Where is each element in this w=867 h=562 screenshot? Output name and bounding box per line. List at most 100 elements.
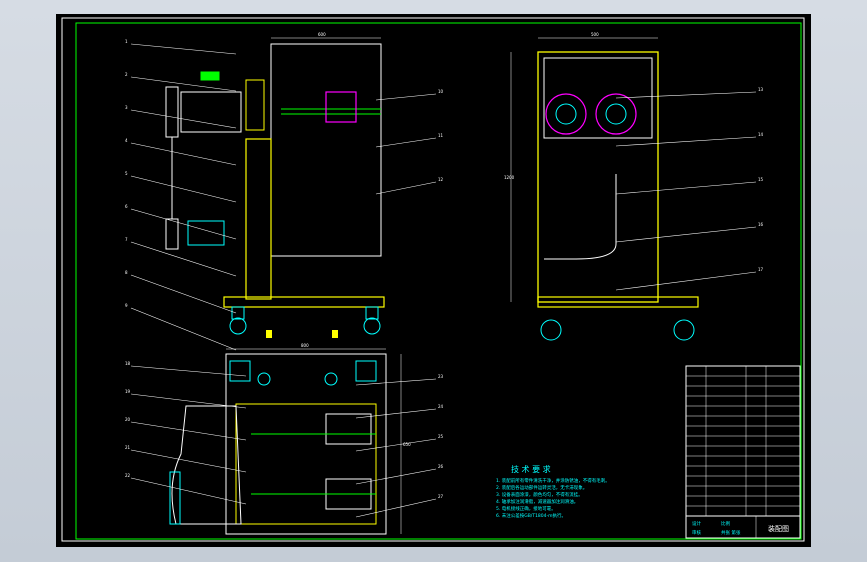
plan-motor-guard [171, 405, 242, 525]
notes-line: 4. 轴承加注润滑脂，减速器加注润滑油。 [496, 498, 578, 505]
notes-line: 1. 装配前所有零件清洗干净，并涂防锈油，不得有毛刺。 [496, 477, 610, 484]
plan-pulley [169, 471, 181, 525]
outer-frame [61, 17, 805, 542]
notes-line: 3. 设备表面涂漆，颜色均匀，不得有流挂。 [496, 491, 583, 498]
front-column [245, 138, 272, 300]
side-base [537, 296, 699, 308]
callout-number: 21 [125, 445, 131, 450]
roller-right-hub [605, 103, 627, 125]
callout-leader [615, 271, 757, 291]
callout-number: 11 [438, 133, 444, 138]
drawing-sheet[interactable]: 技 术 要 求 1. 装配前所有零件清洗干净，并涂防锈油，不得有毛刺。 2. 装… [56, 14, 811, 547]
dim-side-width: 500 [591, 32, 599, 37]
callout-number: 1 [125, 39, 128, 44]
callout-leader [130, 109, 237, 129]
gearbox [180, 91, 242, 133]
callout-leader [130, 365, 247, 377]
front-housing [270, 43, 382, 257]
notes-line: 6. 未注公差按GB/T1804-m执行。 [496, 512, 566, 519]
callout-number: 9 [125, 303, 128, 308]
callout-leader [355, 408, 437, 419]
callout-number: 25 [438, 434, 444, 439]
roller-left [545, 93, 587, 135]
plan-view [169, 353, 387, 535]
callout-leader [615, 136, 757, 147]
pulley-lower [165, 218, 179, 250]
callout-leader [130, 208, 237, 240]
side-casters [540, 319, 695, 341]
callout-leader [375, 137, 437, 148]
notes-line: 2. 装配后各运动部件运转灵活，无卡滞现象。 [496, 484, 587, 491]
callout-number: 5 [125, 171, 128, 176]
roller-right [595, 93, 637, 135]
plan-casters [229, 360, 377, 386]
callout-leader [130, 421, 247, 441]
callout-leader [130, 393, 247, 409]
discharge-chute [544, 174, 617, 260]
callout-leader [355, 468, 437, 485]
callout-leader [375, 181, 437, 195]
callout-number: 19 [125, 389, 131, 394]
side-view [537, 51, 699, 341]
callout-leader [130, 175, 237, 203]
title-block-check: 审核 [692, 529, 701, 536]
side-upper-box [543, 57, 653, 139]
notes-line: 5. 电机接线正确，接地可靠。 [496, 505, 556, 512]
callout-number: 3 [125, 105, 128, 110]
callout-leader [130, 43, 237, 55]
dim-plan-depth: 650 [403, 442, 411, 447]
callout-leader [130, 477, 247, 505]
callout-number: 4 [125, 138, 128, 143]
callout-leader [355, 438, 437, 452]
roller-left-hub [555, 103, 577, 125]
front-base [223, 296, 385, 308]
callout-leader [130, 76, 237, 92]
title-block-name: 装配图 [768, 524, 789, 533]
callout-number: 26 [438, 464, 444, 469]
callout-number: 8 [125, 270, 128, 275]
callout-number: 23 [438, 374, 444, 379]
callout-leader [130, 274, 237, 314]
callout-number: 24 [438, 404, 444, 409]
callout-number: 14 [758, 132, 764, 137]
title-block-scale: 比例 [721, 520, 730, 527]
title-block-design: 设计 [692, 520, 701, 527]
callout-number: 2 [125, 72, 128, 77]
dim-plan-width: 800 [301, 343, 309, 348]
callout-leader [130, 241, 237, 277]
callout-number: 18 [125, 361, 131, 366]
dimensions: 600 500 1200 800 650 [226, 32, 658, 534]
callout-number: 22 [125, 473, 131, 478]
callout-number: 7 [125, 237, 128, 242]
callout-leader [615, 91, 757, 99]
callout-leader [615, 226, 757, 243]
callout-number: 27 [438, 494, 444, 499]
callout-number: 20 [125, 417, 131, 422]
callout-number: 16 [758, 222, 764, 227]
callout-number: 12 [438, 177, 444, 182]
inner-frame [75, 22, 802, 540]
side-frame [537, 51, 659, 303]
callout-leader [130, 449, 247, 473]
callout-leader [375, 93, 437, 101]
dim-height: 1200 [504, 175, 515, 180]
parts-table [685, 365, 801, 517]
plan-frame [235, 403, 377, 525]
callout-leader [355, 378, 437, 386]
notes-title: 技 术 要 求 [511, 464, 551, 474]
callout-number: 15 [758, 177, 764, 182]
gearbox-cap [200, 71, 220, 81]
callout-leader [615, 181, 757, 195]
title-block [685, 515, 801, 539]
plan-gear-box [325, 413, 372, 445]
callout-leader [130, 307, 237, 351]
callout-number: 17 [758, 267, 764, 272]
front-view [165, 43, 385, 338]
bearing-block [245, 79, 265, 131]
callout-number: 13 [758, 87, 764, 92]
pulley-upper [165, 86, 179, 138]
front-feet [266, 330, 338, 338]
callouts: 1234567891011121314151617181920212223242… [125, 39, 764, 518]
title-block-sheet: 共张 第张 [721, 529, 741, 536]
